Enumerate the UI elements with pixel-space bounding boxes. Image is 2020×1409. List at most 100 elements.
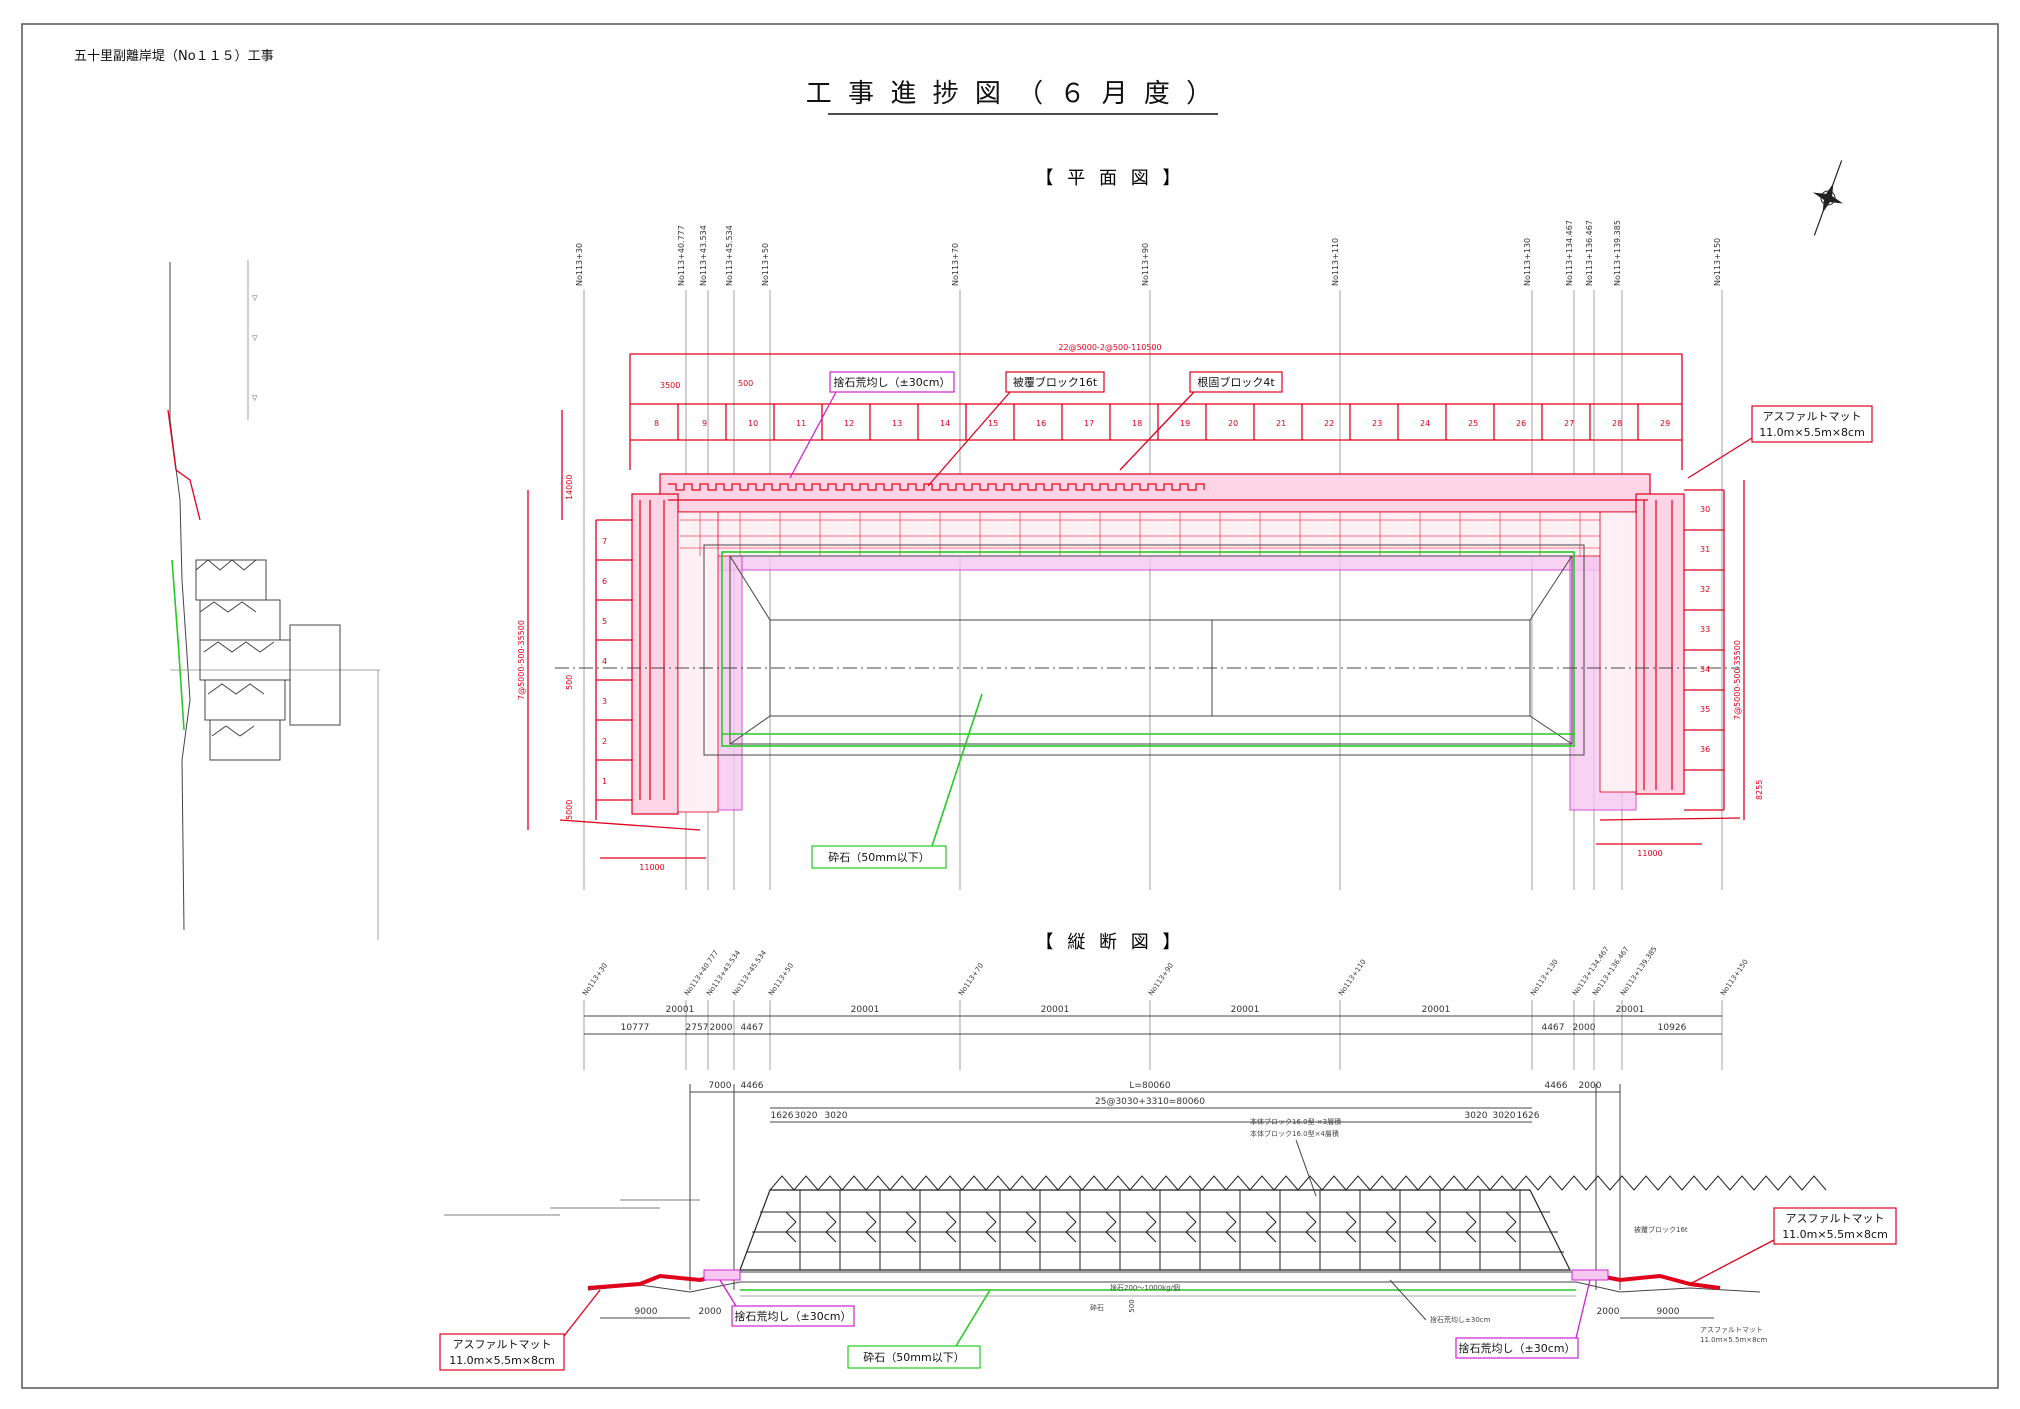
plan-cover-band-top [659, 473, 1651, 513]
svg-text:▽: ▽ [252, 334, 258, 342]
profile-seabed [587, 1281, 1761, 1293]
svg-text:7000: 7000 [709, 1081, 732, 1091]
profile-cover-note1: 本体ブロック16.0型 ×3層積 [1250, 1117, 1341, 1126]
profile-right-rubble-callout: 捨石荒均し（±30cm） [1455, 1279, 1591, 1359]
plan-top-block-numbers: 8 9 10 11 12 13 14 15 16 17 18 19 20 21 … [654, 419, 1670, 428]
profile-asphalt-small: アスファルトマット [1700, 1326, 1763, 1334]
svg-text:11: 11 [796, 419, 806, 428]
cross-section-asphalt [167, 409, 201, 521]
plan-asphalt-callout: アスファルトマット 11.0m×5.5m×8cm [1687, 405, 1873, 479]
svg-text:4466: 4466 [741, 1081, 764, 1091]
svg-text:No113+150: No113+150 [1719, 958, 1750, 997]
profile-dim-row3: 7000 4466 L=80060 4466 2000 [709, 1081, 1602, 1091]
plan-dim-right-bottom: 11000 [1637, 849, 1662, 858]
svg-text:No113+50: No113+50 [767, 962, 795, 997]
svg-text:30: 30 [1700, 505, 1710, 514]
cross-section-gravel [171, 559, 185, 731]
plan-station-7: No113+110 [1331, 238, 1340, 286]
profile-gravel-callout: 砕石（50mm以下） [847, 1289, 991, 1369]
svg-text:21: 21 [1276, 419, 1286, 428]
plan-station-lines [583, 290, 1723, 890]
plan-dim-5000: 5000 [565, 800, 574, 820]
svg-text:17: 17 [1084, 419, 1094, 428]
svg-text:▽: ▽ [252, 394, 258, 402]
profile-asphalt-small-size: 11.0m×5.5m×8cm [1700, 1336, 1767, 1344]
svg-text:1: 1 [602, 777, 607, 786]
plan-view-heading: 【 平 面 図 】 [1036, 168, 1185, 189]
plan-cover-block-callout: 被覆ブロック16t [927, 371, 1105, 487]
profile-dim-row2: 10777 2757 2000 4467 4467 2000 10926 [621, 1023, 1687, 1033]
svg-text:25: 25 [1468, 419, 1478, 428]
plan-left-side-dim: 7@5000-500-35500 [517, 620, 526, 700]
svg-text:20001: 20001 [1422, 1005, 1451, 1015]
profile-right-asphalt-callout: アスファルトマット 11.0m×5.5m×8cm [1689, 1207, 1897, 1285]
svg-text:28: 28 [1612, 419, 1622, 428]
plan-block-body [555, 473, 1740, 815]
svg-text:砕石（50mm以下）: 砕石（50mm以下） [828, 850, 929, 864]
sheet-frame [21, 23, 1999, 1389]
plan-cover-band-right [1635, 493, 1685, 795]
svg-text:20001: 20001 [1231, 1005, 1260, 1015]
svg-text:No113+134.467: No113+134.467 [1571, 945, 1611, 997]
plan-station-12: No113+150 [1713, 238, 1722, 286]
profile-left-asphalt-callout: アスファルトマット 11.0m×5.5m×8cm [439, 1289, 601, 1371]
svg-text:12: 12 [844, 419, 854, 428]
svg-text:9: 9 [702, 419, 707, 428]
svg-text:No113+130: No113+130 [1529, 958, 1560, 997]
profile-view: 【 縦 断 図 】 No113+30 No113+40.777 No113+43… [439, 932, 1897, 1371]
svg-text:11.0m×5.5m×8cm: 11.0m×5.5m×8cm [449, 1354, 555, 1367]
plan-right-side-dim: 7@5000-500-35500 [1733, 640, 1742, 720]
svg-text:3020: 3020 [1493, 1111, 1516, 1121]
svg-text:8: 8 [654, 419, 659, 428]
svg-text:20001: 20001 [1616, 1005, 1645, 1015]
svg-text:11.0m×5.5m×8cm: 11.0m×5.5m×8cm [1782, 1228, 1888, 1241]
svg-text:23: 23 [1372, 419, 1382, 428]
svg-text:アスファルトマット: アスファルトマット [453, 1338, 552, 1351]
svg-text:2000: 2000 [710, 1023, 733, 1033]
svg-text:被覆ブロック16t: 被覆ブロック16t [1013, 375, 1098, 389]
profile-cover-note2: 本体ブロック16.0型×4層積 [1250, 1129, 1339, 1138]
plan-station-1: No113+40.777 [677, 225, 686, 286]
svg-text:11.0m×5.5m×8cm: 11.0m×5.5m×8cm [1759, 426, 1865, 439]
svg-text:2000: 2000 [1573, 1023, 1596, 1033]
svg-text:アスファルトマット: アスファルトマット [1786, 1212, 1885, 1225]
plan-station-8: No113+130 [1523, 238, 1532, 286]
plan-top-dim: 22@5000-2@500-110500 [1058, 343, 1161, 352]
svg-text:32: 32 [1700, 585, 1710, 594]
svg-text:33: 33 [1700, 625, 1710, 634]
svg-text:20001: 20001 [666, 1005, 695, 1015]
svg-text:No113+30: No113+30 [581, 962, 609, 997]
profile-rubble-weight: 捨石200～1000kg/個 [1110, 1283, 1180, 1292]
drawing-title: 工 事 進 捗 図 （ ６ 月 度 ） [806, 79, 1216, 109]
svg-text:10: 10 [748, 419, 758, 428]
svg-text:31: 31 [1700, 545, 1710, 554]
plan-station-2: No113+43.534 [699, 225, 708, 286]
svg-text:24: 24 [1420, 419, 1430, 428]
svg-text:No113+110: No113+110 [1337, 958, 1368, 997]
plan-station-10: No113+136.467 [1585, 220, 1594, 286]
svg-text:L=80060: L=80060 [1129, 1081, 1170, 1091]
cross-section-seabed-line [169, 262, 191, 931]
plan-rubble-callout: 捨石荒均し（±30cm） [789, 371, 955, 479]
svg-text:4467: 4467 [741, 1023, 764, 1033]
svg-text:▽: ▽ [252, 294, 258, 302]
profile-cover-small: 被覆ブロック16t [1634, 1225, 1688, 1234]
plan-root-block-callout: 根固ブロック4t [1119, 371, 1283, 471]
svg-text:20: 20 [1228, 419, 1238, 428]
plan-right-blocks: 30 31 32 33 34 35 36 7@5000-500-35500 82… [1684, 480, 1764, 820]
profile-dim-2000-right: 2000 [1597, 1307, 1620, 1317]
profile-dim-500: 500 [1128, 1299, 1136, 1312]
svg-text:捨石荒均し（±30cm）: 捨石荒均し（±30cm） [735, 1309, 852, 1323]
plan-dim-14000: 14000 [565, 475, 574, 500]
svg-text:4: 4 [602, 657, 607, 666]
plan-top-numbered-blocks [630, 403, 1682, 441]
svg-text:3020: 3020 [1465, 1111, 1488, 1121]
plan-station-3: No113+45.534 [725, 225, 734, 286]
north-arrow-icon [1812, 160, 1844, 236]
plan-station-0: No113+30 [575, 243, 584, 286]
svg-text:2000: 2000 [1579, 1081, 1602, 1091]
svg-text:10777: 10777 [621, 1023, 650, 1033]
profile-dim-2000-left: 2000 [699, 1307, 722, 1317]
svg-text:1626: 1626 [1517, 1111, 1540, 1121]
svg-text:19: 19 [1180, 419, 1190, 428]
